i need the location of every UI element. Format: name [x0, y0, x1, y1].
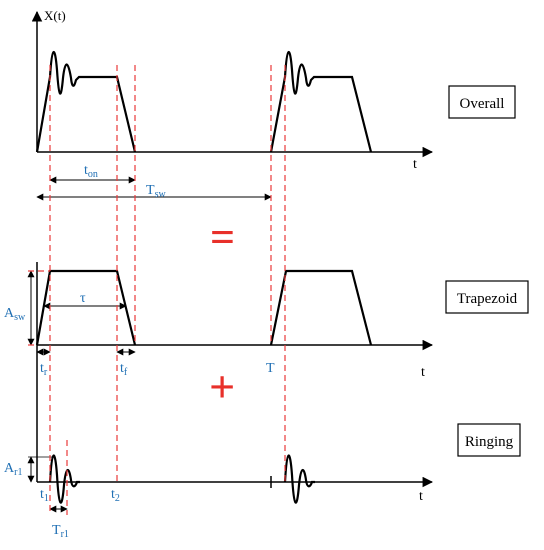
period-t-label: T: [266, 361, 275, 376]
ringing-waveform-1: [48, 454, 80, 504]
trapezoid-box-label: Trapezoid: [457, 291, 518, 307]
t-axis-top-label: t: [413, 157, 417, 172]
trapezoid-waveform-1: [35, 269, 137, 346]
overall-box-label: Overall: [460, 96, 505, 112]
ringing-waveform-2: [283, 454, 315, 504]
a-r1-label: Ar1: [4, 461, 22, 478]
ringing-box: Ringing: [457, 423, 521, 457]
t2-label: t2: [111, 487, 120, 504]
overall-waveform-2: [269, 51, 373, 153]
a-sw-label: Asw: [4, 306, 26, 323]
overall-waveform-1: [35, 51, 137, 153]
t-r-label: tr: [40, 361, 48, 378]
trapezoid-waveform-2: [269, 269, 373, 346]
t-r1-label: Tr1: [52, 523, 69, 540]
t-on-label: ton: [84, 163, 98, 180]
ringing-box-label: Ringing: [465, 434, 514, 450]
plus-sign: +: [209, 361, 235, 412]
y-axis-label: X(t): [44, 8, 66, 23]
tau-label: τ: [80, 291, 86, 306]
t-sw-label: Tsw: [146, 183, 166, 200]
trapezoid-box: Trapezoid: [445, 280, 529, 314]
t-axis-mid-label: t: [421, 365, 425, 380]
overall-box: Overall: [448, 85, 516, 119]
t1-label: t1: [40, 487, 49, 504]
t-axis-bottom-label: t: [419, 489, 423, 504]
equals-sign: =: [210, 213, 235, 262]
t-f-label: tf: [120, 361, 128, 378]
